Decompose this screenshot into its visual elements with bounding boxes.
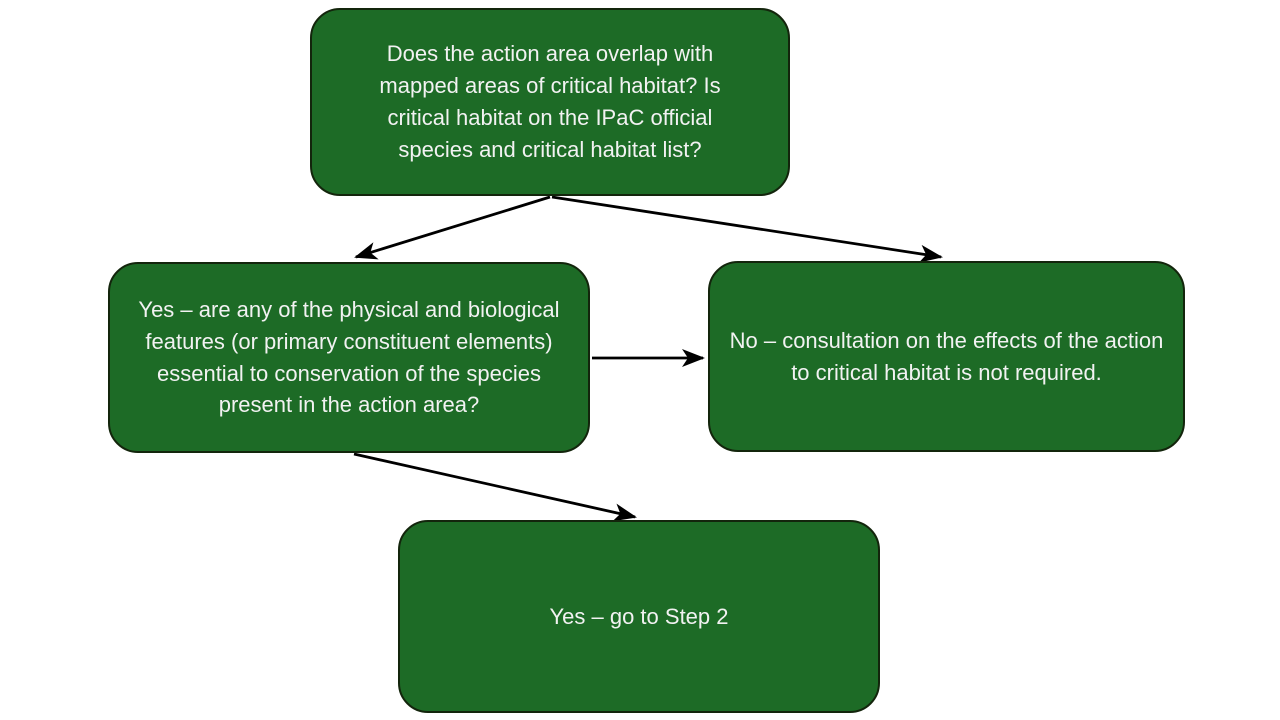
edge-top-to-right-arrow bbox=[551, 195, 943, 263]
node-yes-go-to-step-2: Yes – go to Step 2 bbox=[398, 520, 880, 713]
edge-left-to-bottom-arrow bbox=[353, 452, 637, 522]
node-label: Yes – go to Step 2 bbox=[549, 603, 729, 629]
node-label: No – consultation on the effects of the … bbox=[729, 327, 1164, 385]
node-question-critical-habitat-overlap: Does the action area overlap with mapped… bbox=[310, 8, 790, 196]
node-label: Does the action area overlap with mapped… bbox=[379, 41, 721, 162]
node-no-consultation-not-required: No – consultation on the effects of the … bbox=[708, 261, 1185, 452]
edge-top-to-left-arrow bbox=[354, 195, 551, 260]
node-yes-features-essential: Yes – are any of the physical and biolog… bbox=[108, 262, 590, 453]
node-label: Yes – are any of the physical and biolog… bbox=[138, 296, 560, 418]
